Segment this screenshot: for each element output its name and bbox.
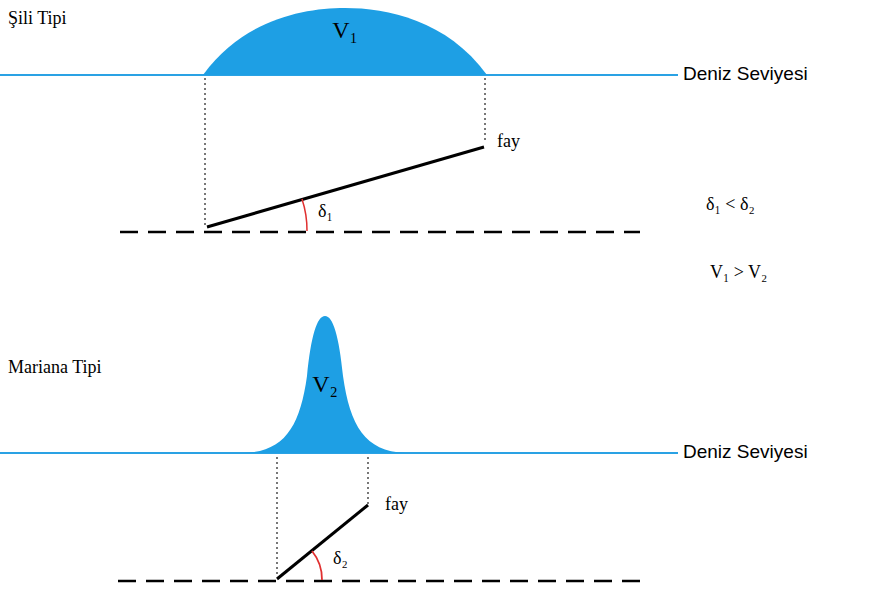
- angle-label: δ₁: [318, 201, 333, 223]
- fault-line: [207, 147, 484, 227]
- projection-line: [204, 78, 206, 226]
- projection-line: [484, 78, 486, 142]
- comparison-note: δ₁ < δ₂: [706, 194, 755, 216]
- angle-arc: [312, 551, 322, 580]
- volume-label: V₁: [332, 16, 358, 45]
- wave-fill: [203, 8, 487, 75]
- fault-line: [277, 505, 368, 579]
- angle-arc: [302, 199, 307, 231]
- wave-fill: [245, 316, 405, 453]
- angle-label: δ₂: [333, 548, 348, 570]
- comparison-note: V₁ > V₂: [710, 262, 767, 284]
- panel-title: Mariana Tipi: [8, 357, 102, 379]
- wave-mound: V₁: [203, 8, 487, 76]
- panel-title: Şili Tipi: [8, 8, 67, 30]
- fault-label: fay: [497, 131, 520, 153]
- projection-line: [276, 457, 278, 576]
- sea-level-label: Deniz Seviyesi: [683, 441, 808, 464]
- wave-mound: V₂: [245, 314, 405, 454]
- fault-label: fay: [385, 494, 408, 516]
- horizontal-reference: [118, 580, 640, 583]
- projection-line: [367, 457, 369, 505]
- sea-level-label: Deniz Seviyesi: [683, 63, 808, 86]
- volume-label: V₂: [312, 370, 338, 399]
- horizontal-reference: [120, 231, 640, 234]
